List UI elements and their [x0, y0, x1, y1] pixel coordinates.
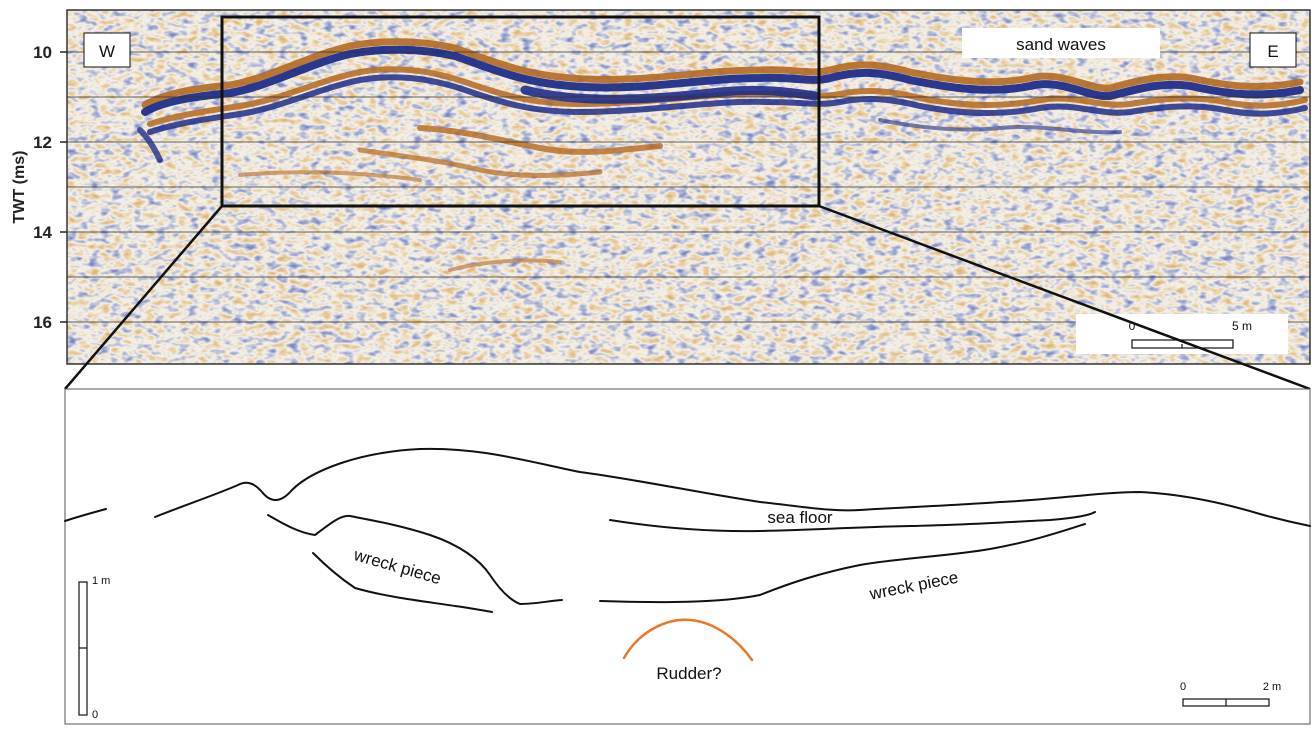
vertical-scale-bottom: 0 — [92, 709, 98, 721]
rudder-arc — [622, 618, 754, 662]
east-label: E — [1267, 42, 1278, 61]
y-tick-label: 12 — [33, 133, 52, 152]
interpretation-panel: sea floor wreck piece wreck piece Rudder… — [64, 388, 1311, 725]
vertical-scale-bar — [78, 581, 88, 716]
interpretation-frame — [64, 388, 1311, 725]
wreck-piece-right-line — [599, 523, 1086, 604]
sea-floor-line — [154, 447, 1311, 527]
y-tick-label: 16 — [33, 313, 52, 332]
rudder-label: Rudder? — [656, 664, 721, 683]
seismic-frame — [66, 9, 1311, 365]
y-axis: TWT (ms) 10 12 14 16 — [11, 43, 67, 332]
sea-floor-label: sea floor — [767, 508, 833, 527]
east-box — [1249, 32, 1297, 68]
y-tick-label: 10 — [33, 43, 52, 62]
sand-waves-label: sand waves — [1016, 35, 1106, 54]
zoom-connectors — [64, 204, 1311, 391]
horizontal-scale-start: 0 — [1180, 681, 1186, 693]
sand-waves-box — [962, 28, 1160, 58]
zoom-box — [220, 15, 821, 208]
west-box — [83, 32, 131, 68]
vertical-scale-top: 1 m — [92, 575, 110, 587]
seismic-scale-start: 0 — [1129, 319, 1136, 333]
twt-gridlines — [67, 51, 1310, 323]
west-label: W — [99, 42, 115, 61]
sea-floor-lower-line — [609, 511, 1096, 533]
y-tick-label: 14 — [33, 223, 52, 242]
horizontal-scale-bar — [1182, 698, 1270, 707]
y-axis-title: TWT (ms) — [11, 151, 28, 224]
seismic-scale-bar — [1131, 339, 1234, 349]
wreck-piece-lower-line — [312, 552, 493, 613]
horizontal-scale-end: 2 m — [1263, 681, 1281, 693]
seismic-scale-end: 5 m — [1232, 319, 1252, 333]
seismic-panel: W E sand waves 0 5 m — [66, 9, 1311, 365]
sea-floor-line-left — [64, 508, 107, 522]
wreck-piece-upper-line — [267, 514, 563, 606]
